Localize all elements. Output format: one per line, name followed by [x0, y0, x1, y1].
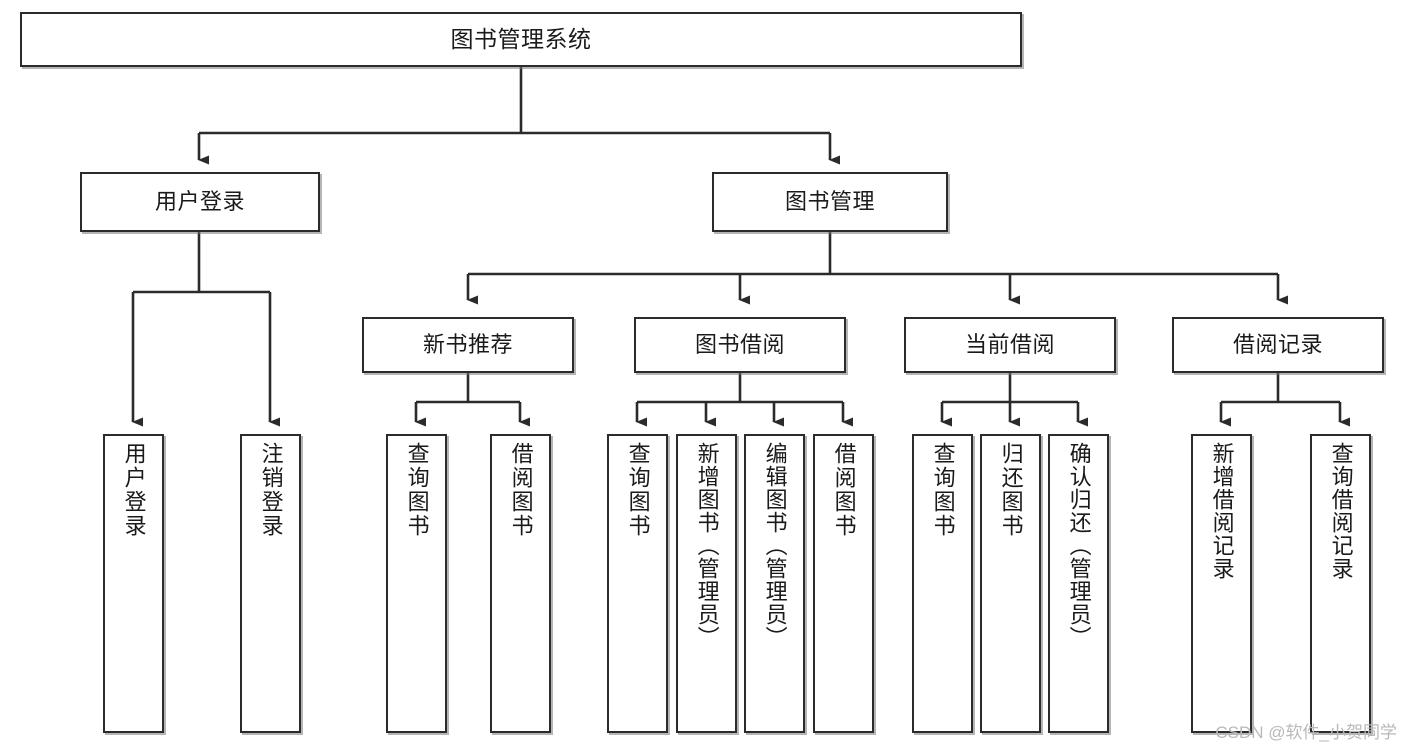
leaf-add-book[interactable]: 新增图书（管理员） [676, 434, 737, 733]
leaf-add-book-label: 新增图书（管理员） [694, 442, 720, 649]
node-book-borrow[interactable]: 图书借阅 [634, 317, 846, 373]
leaf-return-book[interactable]: 归还图书 [980, 434, 1041, 733]
node-book-borrow-label: 图书借阅 [694, 332, 785, 358]
node-book-manage[interactable]: 图书管理 [712, 172, 948, 232]
leaf-query-book-3-label: 查询图书 [930, 442, 956, 538]
leaf-query-book-1-label: 查询图书 [404, 442, 430, 538]
leaf-query-borrow-record-label: 查询借阅记录 [1328, 442, 1354, 580]
leaf-query-book-2[interactable]: 查询图书 [607, 434, 668, 733]
node-current-borrow-label: 当前借阅 [964, 332, 1055, 358]
node-borrow-record-label: 借阅记录 [1232, 332, 1323, 358]
node-book-manage-label: 图书管理 [784, 189, 875, 215]
leaf-add-borrow-record[interactable]: 新增借阅记录 [1191, 434, 1252, 733]
leaf-user-login-label: 用户登录 [121, 442, 147, 538]
node-user-login[interactable]: 用户登录 [80, 172, 320, 232]
leaf-add-borrow-record-label: 新增借阅记录 [1209, 442, 1235, 580]
node-root-label: 图书管理系统 [450, 26, 592, 53]
node-new-book-recommend-label: 新书推荐 [422, 332, 513, 358]
leaf-borrow-book-2-label: 借阅图书 [831, 442, 857, 538]
leaf-return-book-label: 归还图书 [998, 442, 1024, 538]
node-current-borrow[interactable]: 当前借阅 [904, 317, 1116, 373]
node-borrow-record[interactable]: 借阅记录 [1172, 317, 1384, 373]
leaf-edit-book[interactable]: 编辑图书（管理员） [744, 434, 805, 733]
leaf-logout-login-label: 注销登录 [258, 442, 284, 538]
csdn-watermark: CSDN @软件_小贺同学 [1215, 723, 1397, 742]
leaf-query-book-1[interactable]: 查询图书 [386, 434, 447, 733]
leaf-query-book-2-label: 查询图书 [625, 442, 651, 538]
leaf-confirm-return[interactable]: 确认归还（管理员） [1048, 434, 1109, 733]
node-new-book-recommend[interactable]: 新书推荐 [362, 317, 574, 373]
node-root[interactable]: 图书管理系统 [20, 12, 1022, 67]
leaf-logout-login[interactable]: 注销登录 [240, 434, 301, 733]
leaf-confirm-return-label: 确认归还（管理员） [1066, 442, 1092, 649]
leaf-edit-book-label: 编辑图书（管理员） [762, 442, 788, 649]
leaf-query-borrow-record[interactable]: 查询借阅记录 [1310, 434, 1371, 733]
node-user-login-label: 用户登录 [154, 189, 245, 215]
leaf-borrow-book-2[interactable]: 借阅图书 [813, 434, 874, 733]
leaf-borrow-book-1-label: 借阅图书 [508, 442, 534, 538]
leaf-borrow-book-1[interactable]: 借阅图书 [490, 434, 551, 733]
leaf-query-book-3[interactable]: 查询图书 [912, 434, 973, 733]
leaf-user-login[interactable]: 用户登录 [103, 434, 164, 733]
